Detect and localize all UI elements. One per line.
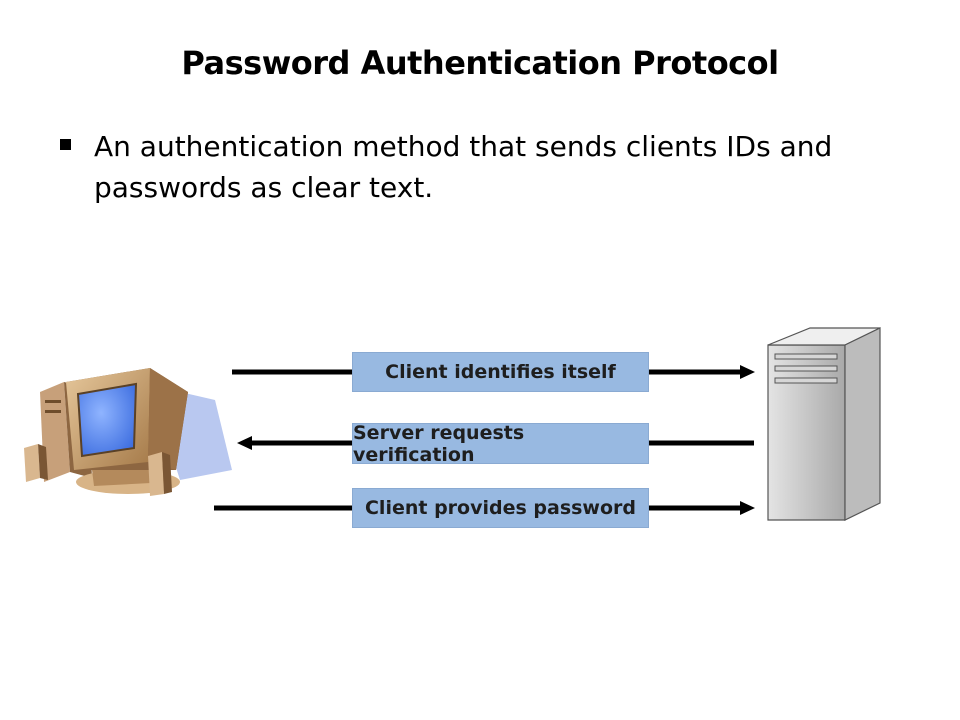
- desktop-computer-icon: [24, 368, 232, 496]
- slide-title: Password Authentication Protocol: [181, 44, 779, 82]
- tower-server-icon: [767, 327, 881, 521]
- bullet-point: An authentication method that sends clie…: [60, 126, 900, 208]
- square-bullet-icon: [60, 139, 71, 150]
- message-label-2: Server requests verification: [352, 422, 649, 466]
- message-label-1: Client identifies itself: [352, 352, 649, 392]
- bullet-text: An authentication method that sends clie…: [94, 130, 833, 204]
- message-label-3: Client provides password: [352, 488, 649, 528]
